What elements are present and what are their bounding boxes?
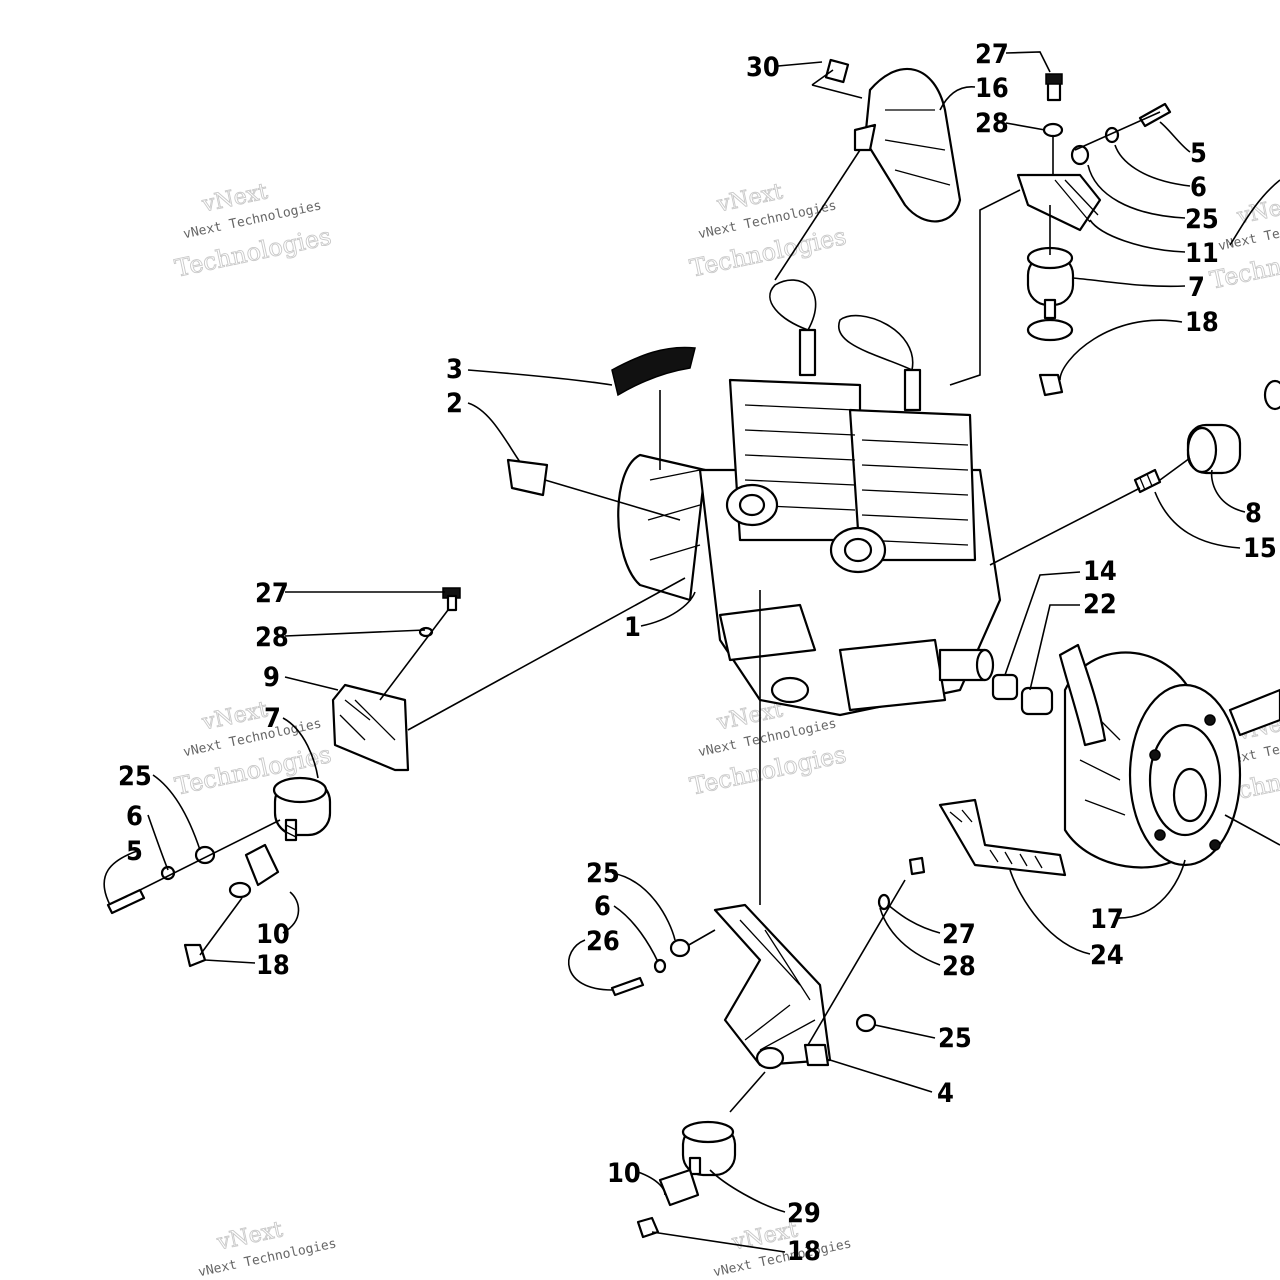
- callout-10-bottom: 10: [607, 1158, 641, 1189]
- callout-18-bottom: 18: [787, 1236, 821, 1267]
- callout-1: 1: [624, 612, 641, 643]
- callout-7-left: 7: [264, 703, 281, 734]
- callout-25-mid: 25: [586, 858, 620, 889]
- callout-26: 26: [586, 926, 620, 957]
- callout-28-left: 28: [255, 622, 289, 653]
- callout-18-left: 18: [256, 950, 290, 981]
- callout-17: 17: [1090, 904, 1124, 935]
- callout-25-top: 25: [1185, 204, 1219, 235]
- top-right-mount-group: [949, 73, 1172, 397]
- callout-leaders: [103, 51, 1246, 1253]
- callout-11: 11: [1185, 238, 1219, 269]
- callout-27-bottom: 27: [942, 919, 976, 950]
- callout-9: 9: [263, 662, 280, 693]
- decals-group: [506, 346, 696, 521]
- callout-28-bottom: 28: [942, 951, 976, 982]
- callout-labels: 30 16 27 28 5 6 25 11 7 18 3 2 8 15 1 14…: [118, 39, 1277, 1267]
- callout-3: 3: [446, 354, 463, 385]
- callout-27-top: 27: [975, 39, 1009, 70]
- callout-22: 22: [1083, 589, 1117, 620]
- callout-15: 15: [1243, 533, 1277, 564]
- callout-27-left: 27: [255, 578, 289, 609]
- rear-bracket-group: [610, 590, 926, 1239]
- heat-deflector-group: [774, 58, 962, 281]
- engine-assembly: [617, 279, 1002, 717]
- callout-10-left: 10: [256, 919, 290, 950]
- callout-25-left: 25: [118, 761, 152, 792]
- callout-5-left: 5: [126, 836, 143, 867]
- callout-2: 2: [446, 388, 463, 419]
- callout-24: 24: [1090, 940, 1124, 971]
- callout-30: 30: [746, 52, 780, 83]
- watermark-bottom-left: vNext vNext Technologies: [197, 1217, 338, 1280]
- callout-4: 4: [937, 1078, 954, 1109]
- watermark-top-center: vNext vNext Technologies Technologies: [687, 179, 849, 283]
- callout-25-bottom: 25: [938, 1023, 972, 1054]
- callout-28-top: 28: [975, 108, 1009, 139]
- right-spacer-group: [989, 379, 1280, 566]
- callout-18-top: 18: [1185, 307, 1219, 338]
- callout-6-mid: 6: [594, 891, 611, 922]
- svg-text:vNext: vNext: [1234, 191, 1280, 229]
- callout-8: 8: [1245, 498, 1262, 529]
- callout-6-left: 6: [126, 801, 143, 832]
- callout-5-top: 5: [1190, 138, 1207, 169]
- clutch-group: [938, 179, 1280, 877]
- callout-6-top: 6: [1190, 172, 1207, 203]
- callout-14: 14: [1083, 556, 1117, 587]
- watermark-top-left: vNext vNext Technologies Technologies: [172, 179, 334, 283]
- front-left-mount-group: [106, 577, 686, 968]
- callout-16: 16: [975, 73, 1009, 104]
- callout-29: 29: [787, 1198, 821, 1229]
- callout-7-top: 7: [1188, 272, 1205, 303]
